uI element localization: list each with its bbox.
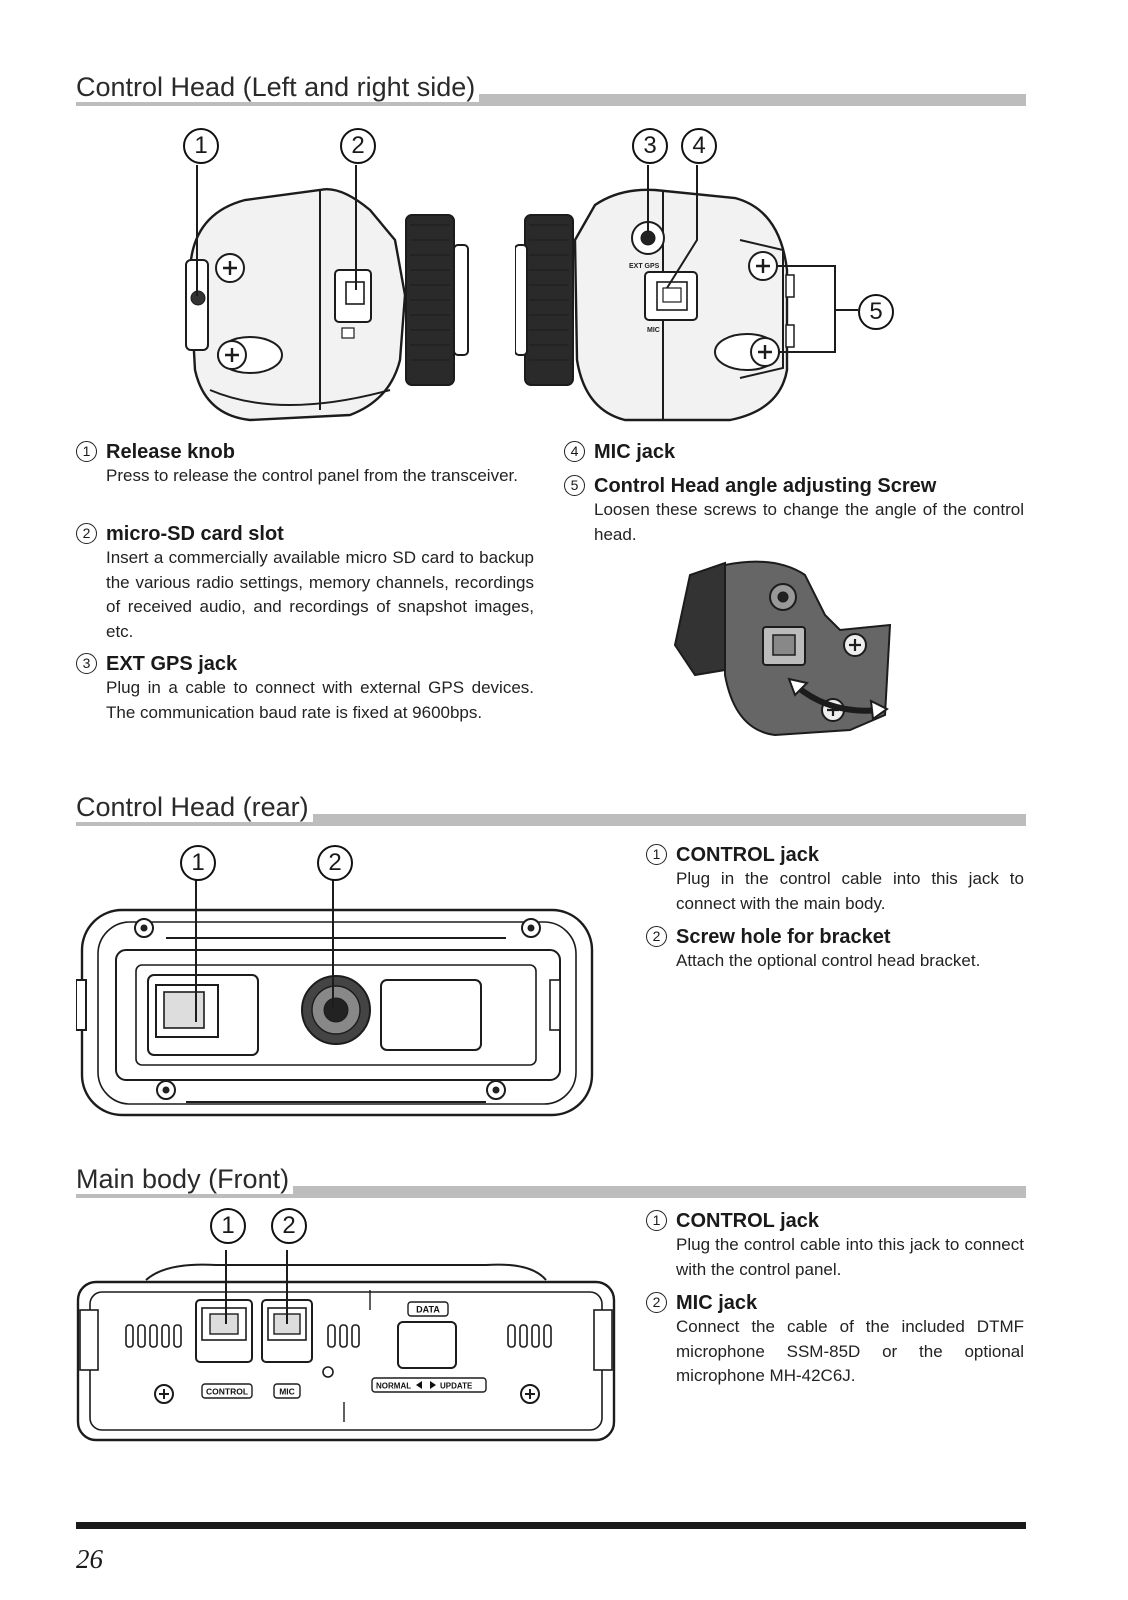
item-number: 5	[564, 475, 585, 496]
angle-adjust-illustration	[673, 560, 892, 737]
item-number: 2	[76, 523, 97, 544]
item-angle-screw: 5 Control Head angle adjusting Screw Loo…	[564, 474, 1024, 547]
section-title-text: Control Head (rear)	[76, 792, 313, 824]
item-number: 3	[76, 653, 97, 674]
callout-front-1: 1	[210, 1208, 246, 1244]
mic-panel-label: MIC	[279, 1387, 295, 1397]
item-ext-gps-jack: 3 EXT GPS jack Plug in a cable to connec…	[76, 652, 534, 725]
item-title: Control Head angle adjusting Screw	[594, 475, 937, 497]
callout-3: 3	[632, 128, 668, 164]
item-title: CONTROL jack	[676, 844, 819, 866]
item-front-control-jack: 1 CONTROL jack Plug the control cable in…	[646, 1209, 1024, 1282]
callout-2-left: 2	[340, 128, 376, 164]
item-micro-sd-slot: 2 micro-SD card slot Insert a commercial…	[76, 522, 534, 644]
item-description: Plug in a cable to connect with external…	[106, 678, 534, 722]
item-description: Plug the control cable into this jack to…	[676, 1235, 1024, 1279]
section-title-front: Main body (Front)	[76, 1158, 1026, 1198]
callout-rear-1: 1	[180, 845, 216, 881]
item-description: Plug in the control cable into this jack…	[676, 869, 1024, 913]
mic-panel-label: MIC	[647, 327, 660, 334]
item-title: MIC jack	[676, 1292, 758, 1314]
item-rear-control-jack: 1 CONTROL jack Plug in the control cable…	[646, 843, 1024, 916]
callout-front-2: 2	[271, 1208, 307, 1244]
callout-4: 4	[681, 128, 717, 164]
item-number: 2	[646, 926, 667, 947]
footer-rule	[76, 1522, 1026, 1529]
item-title: micro-SD card slot	[106, 523, 284, 545]
item-number: 2	[646, 1292, 667, 1313]
control-panel-label: CONTROL	[206, 1387, 248, 1397]
item-mic-jack-side: 4 MIC jack	[564, 440, 1024, 464]
main-body-front-illustration: CONTROL MIC DATA NORMAL UPDATE	[76, 1250, 616, 1442]
item-title: CONTROL jack	[676, 1210, 819, 1232]
page-number: 26	[76, 1544, 103, 1574]
item-number: 1	[646, 844, 667, 865]
item-description: Insert a commercially available micro SD…	[106, 548, 534, 641]
item-description: Connect the cable of the included DTMF m…	[676, 1317, 1024, 1385]
item-title: MIC jack	[594, 441, 676, 463]
update-panel-label: UPDATE	[440, 1382, 473, 1391]
control-head-rear-illustration	[76, 880, 594, 1117]
section-title-text: Main body (Front)	[76, 1164, 294, 1196]
callout-rear-2: 2	[317, 845, 353, 881]
section-title-left-right: Control Head (Left and right side)	[76, 66, 1026, 106]
callout-5: 5	[858, 294, 894, 330]
item-rear-screw-hole: 2 Screw hole for bracket Attach the opti…	[646, 925, 1024, 974]
item-title: Release knob	[106, 441, 235, 463]
item-release-knob: 1 Release knob Press to release the cont…	[76, 440, 534, 489]
item-description: Press to release the control panel from …	[106, 466, 518, 485]
section-title-bar	[76, 1186, 1026, 1198]
data-panel-label: DATA	[416, 1305, 440, 1315]
ext-gps-panel-label: EXT GPS	[629, 263, 660, 270]
control-head-left-side-illustration	[185, 165, 469, 422]
item-description: Attach the optional control head bracket…	[676, 951, 981, 970]
item-description: Loosen these screws to change the angle …	[594, 500, 1024, 544]
section-title-text: Control Head (Left and right side)	[76, 72, 480, 104]
section-title-rear: Control Head (rear)	[76, 786, 1026, 826]
item-number: 1	[646, 1210, 667, 1231]
item-front-mic-jack: 2 MIC jack Connect the cable of the incl…	[646, 1291, 1024, 1389]
item-number: 4	[564, 441, 585, 462]
normal-panel-label: NORMAL	[376, 1382, 411, 1391]
item-number: 1	[76, 441, 97, 462]
section-title-bar	[76, 814, 1026, 826]
control-head-right-side-illustration: EXT GPS MIC	[515, 165, 858, 422]
callout-1-left: 1	[183, 128, 219, 164]
item-title: Screw hole for bracket	[676, 926, 891, 948]
item-title: EXT GPS jack	[106, 653, 238, 675]
